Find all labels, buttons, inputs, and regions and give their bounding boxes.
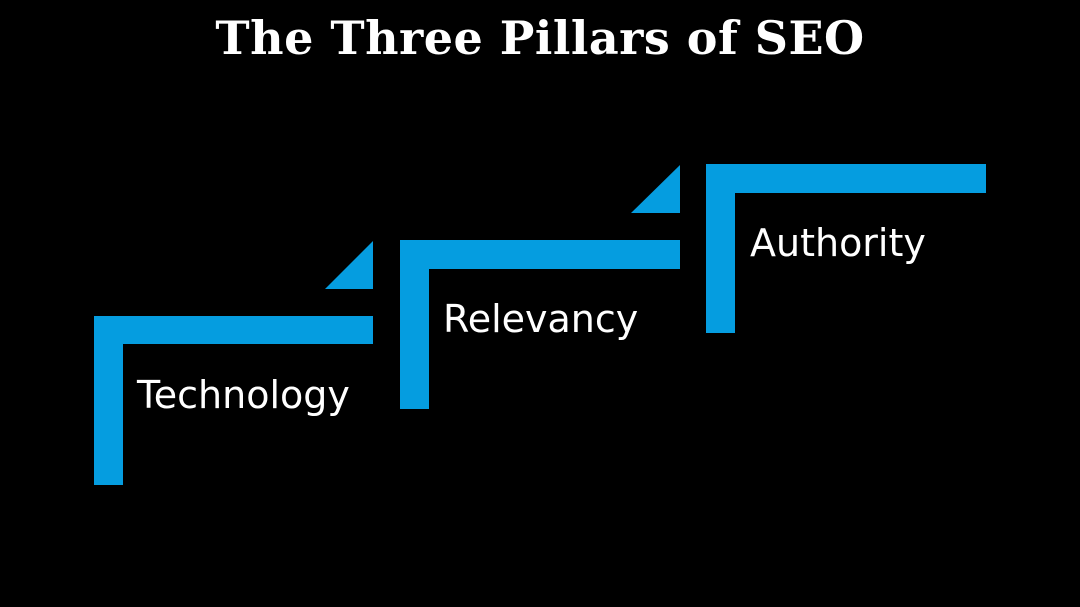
pillar-relevancy: Relevancy: [400, 165, 680, 409]
pillar-technology-arrow-icon: [325, 241, 373, 289]
pillar-relevancy-label: Relevancy: [443, 297, 638, 341]
pillar-relevancy-top-bar: [400, 240, 680, 269]
pillar-technology-top-bar: [94, 316, 373, 344]
pillar-relevancy-arrow-icon: [631, 165, 680, 213]
pillar-authority-top-bar: [706, 164, 986, 193]
pillar-relevancy-side-bar: [400, 240, 429, 409]
pillar-authority: Authority: [706, 164, 986, 333]
pillar-technology-label: Technology: [136, 373, 350, 417]
pillar-authority-label: Authority: [750, 221, 926, 265]
pillar-technology-side-bar: [94, 316, 123, 485]
page-title: The Three Pillars of SEO: [215, 11, 865, 65]
pillar-technology: Technology: [94, 241, 373, 485]
pillar-authority-side-bar: [706, 164, 735, 333]
